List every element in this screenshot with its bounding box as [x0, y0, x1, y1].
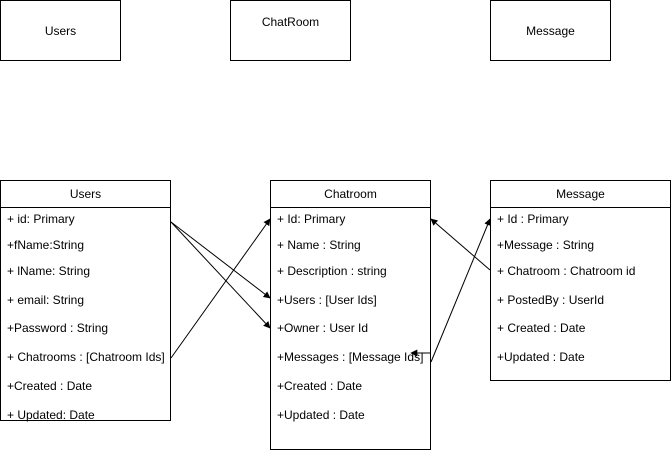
- message-box[interactable]: Message: [490, 0, 611, 61]
- users-field-password: +Password : String: [7, 321, 109, 335]
- message-field-created: + Created : Date: [497, 321, 586, 335]
- users-field-created: +Created : Date: [7, 379, 93, 393]
- connector-users-chatrooms-to-chatroom-id[interactable]: [170, 218, 271, 359]
- users-field-email: + email: String: [7, 293, 85, 307]
- message-field-updated: +Updated : Date: [497, 350, 585, 364]
- connector-users-id-to-chatroom-owner[interactable]: [170, 221, 271, 329]
- chatroom-entity[interactable]: Chatroom + Id: Primary + Name : String +…: [270, 180, 431, 450]
- chatroom-field-created: +Created : Date: [277, 379, 363, 393]
- users-box-label: Users: [44, 23, 77, 38]
- message-field-id: + Id : Primary: [497, 212, 569, 226]
- chatroom-field-messages: +Messages : [Message Ids]: [277, 350, 424, 364]
- users-field-fname: +fName:String: [7, 238, 85, 252]
- users-field-chatrooms: + Chatrooms : [Chatroom Ids]: [7, 350, 165, 364]
- connector-users-id-to-chatroom-users[interactable]: [170, 221, 271, 299]
- message-field-chatroom: + Chatroom : Chatroom id: [497, 264, 636, 278]
- connector-message-chatroom-to-chatroom-id[interactable]: [430, 218, 491, 271]
- chatroom-entity-title: Chatroom: [271, 181, 430, 208]
- users-box[interactable]: Users: [0, 0, 121, 61]
- message-field-postedby: + PostedBy : UserId: [497, 293, 605, 307]
- chatroom-field-description: + Description : string: [277, 264, 387, 278]
- message-field-message: +Message : String: [497, 238, 595, 252]
- message-entity[interactable]: Message + Id : Primary +Message : String…: [490, 180, 671, 381]
- connector-chatroom-messages-to-message-id[interactable]: [430, 218, 491, 363]
- users-entity[interactable]: Users + id: Primary +fName:String + lNam…: [0, 180, 171, 422]
- users-entity-title: Users: [1, 181, 170, 208]
- chatroom-box[interactable]: ChatRoom: [230, 0, 351, 61]
- chatroom-field-id: + Id: Primary: [277, 212, 346, 226]
- chatroom-box-label: ChatRoom: [261, 15, 320, 29]
- chatroom-field-updated: +Updated : Date: [277, 408, 365, 422]
- chatroom-field-name: + Name : String: [277, 238, 361, 252]
- message-box-label: Message: [526, 23, 575, 38]
- chatroom-field-users: +Users : [User Ids]: [277, 293, 377, 307]
- users-field-id: + id: Primary: [7, 212, 75, 226]
- users-field-updated: + Updated: Date: [7, 408, 95, 422]
- chatroom-field-owner: +Owner : User Id: [277, 321, 369, 335]
- users-field-lname: + lName: String: [7, 264, 91, 278]
- message-entity-title: Message: [491, 181, 670, 208]
